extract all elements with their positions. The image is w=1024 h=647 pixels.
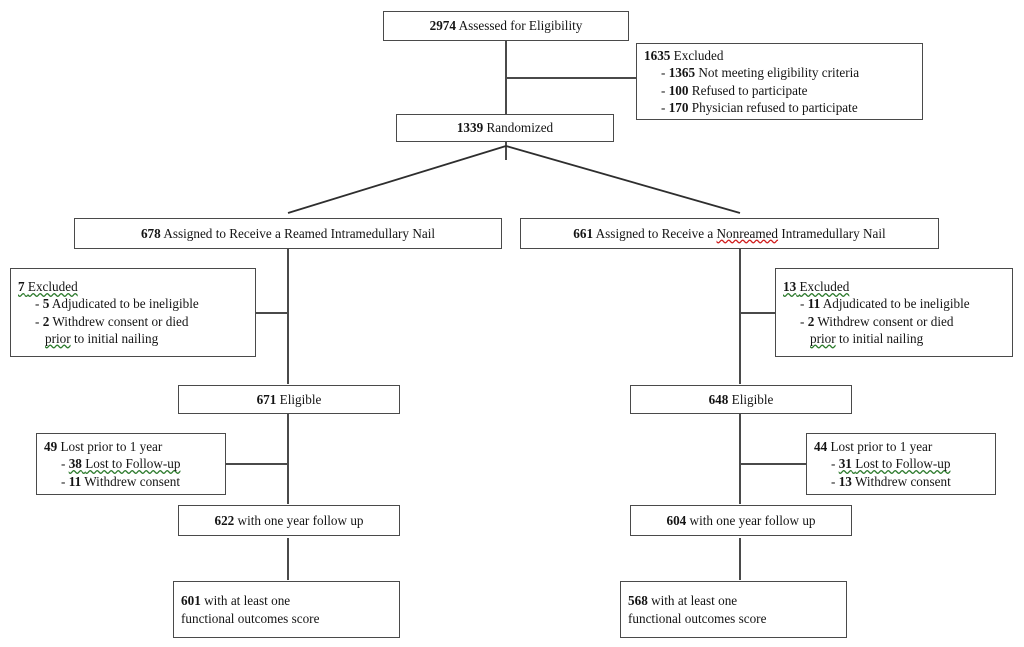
eligible-left-text: 671 Eligible [256,391,322,407]
lost-right-item-0: - 31 Lost to Follow-up [831,456,951,472]
misspelled-word: Nonreamed [716,225,779,241]
node-eligible-right: 648 Eligible [630,385,852,414]
excluded-top-header: 1635 Excluded [644,48,724,64]
assigned-reamed-text: 678 Assigned to Receive a Reamed Intrame… [140,225,436,241]
excluded-right-item-0: - 11 Adjudicated to be ineligible [800,296,970,312]
excluded-left-item-0: - 5 Adjudicated to be ineligible [35,296,199,312]
outcome-right-line2: functional outcomes score [628,610,767,626]
excluded-right-header: 13 Excluded [783,279,850,295]
node-outcome-right: 568 with at least one functional outcome… [620,581,847,638]
excluded-left-header: 7 Excluded [18,279,78,295]
node-followup-right: 604 with one year follow up [630,505,852,536]
node-lost-right: 44 Lost prior to 1 year - 31 Lost to Fol… [806,433,996,495]
lost-left-item-1: - 11 Withdrew consent [61,473,181,489]
node-assigned-nonreamed: 661 Assigned to Receive a Nonreamed Intr… [520,218,939,249]
excluded-left-item-1-cont: prior to initial nailing [45,330,159,346]
lost-left-header: 49 Lost prior to 1 year [44,439,163,455]
excluded-right-item-1: - 2 Withdrew consent or died [800,313,954,329]
outcome-right-line1: 568 with at least one [628,593,738,609]
assessed-text: 2974 Assessed for Eligibility [429,18,583,34]
node-eligible-left: 671 Eligible [178,385,400,414]
assigned-nonreamed-text: 661 Assigned to Receive a Nonreamed Intr… [573,225,886,241]
excluded-left-item-1: - 2 Withdrew consent or died [35,313,189,329]
assessed-count: 2974 [429,18,456,34]
lost-right-header: 44 Lost prior to 1 year [814,439,933,455]
node-outcome-left: 601 with at least one functional outcome… [173,581,400,638]
node-followup-left: 622 with one year follow up [178,505,400,536]
excluded-top-item-0: - 1365 Not meeting eligibility criteria [661,65,860,81]
node-excluded-right: 13 Excluded - 11 Adjudicated to be ineli… [775,268,1013,357]
excluded-top-item-1: - 100 Refused to participate [661,82,808,98]
eligible-right-text: 648 Eligible [708,391,774,407]
node-randomized: 1339 Randomized [396,114,614,142]
node-assessed-for-eligibility: 2974 Assessed for Eligibility [383,11,629,41]
excluded-right-item-1-cont: prior to initial nailing [810,330,924,346]
randomized-text: 1339 Randomized [456,120,554,136]
node-excluded-top: 1635 Excluded - 1365 Not meeting eligibi… [636,43,923,120]
node-excluded-left: 7 Excluded - 5 Adjudicated to be ineligi… [10,268,256,357]
followup-right-text: 604 with one year follow up [666,512,816,528]
lost-right-item-1: - 13 Withdrew consent [831,473,951,489]
lost-left-item-0: - 38 Lost to Follow-up [61,456,181,472]
excluded-top-item-2: - 170 Physician refused to participate [661,99,858,115]
followup-left-text: 622 with one year follow up [214,512,364,528]
node-lost-left: 49 Lost prior to 1 year - 38 Lost to Fol… [36,433,226,495]
outcome-left-line2: functional outcomes score [181,610,320,626]
node-assigned-reamed: 678 Assigned to Receive a Reamed Intrame… [74,218,502,249]
outcome-left-line1: 601 with at least one [181,593,291,609]
